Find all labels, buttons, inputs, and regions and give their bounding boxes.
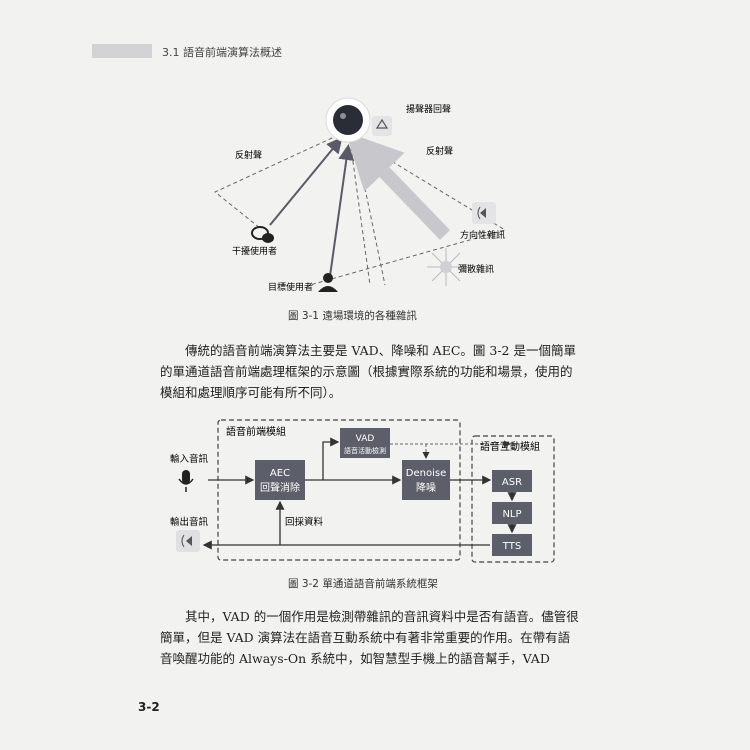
aec-label: AEC (270, 468, 290, 479)
smart-speaker-icon (325, 97, 371, 143)
label-directional-noise: 方向性雜訊 (460, 229, 505, 241)
label-reflection-left: 反射聲 (235, 149, 262, 161)
denoise-label: Denoise (406, 468, 446, 479)
speaker-output-icon (176, 530, 200, 552)
label-interaction-module: 語音互動模組 (480, 440, 540, 453)
paragraph-1: 傳統的語音前端演算法主要是 VAD、降噪和 AEC。圖 3-2 是一個簡單的單通… (160, 343, 576, 400)
vad-label: VAD (356, 434, 375, 444)
tts-label: TTS (502, 541, 521, 552)
vad-block (340, 428, 390, 458)
nlp-label: NLP (502, 509, 521, 520)
asr-block (492, 470, 532, 492)
page-number: 3-2 (138, 700, 160, 714)
figure1-caption: 圖 3-1 遠場環境的各種雜訊 (288, 310, 417, 322)
label-target-user: 目標使用者 (268, 281, 313, 293)
asr-label: ASR (502, 477, 522, 488)
header-bar (92, 44, 152, 58)
chat-bubble-icon (251, 226, 274, 243)
label-speaker-echo: 揚聲器回聲 (406, 103, 451, 115)
paragraph-2: 其中，VAD 的一個作用是檢測帶雜訊的音訊資料中是否有語音。儘管很簡單，但是 V… (160, 609, 579, 666)
interaction-module-box (471, 435, 555, 563)
label-interfering-user: 干擾使用者 (232, 245, 277, 257)
figure-far-field-noise: 揚聲器回聲 反射聲 反射聲 干擾使用者 方向性雜訊 彌散雜訊 目標使用者 (214, 97, 507, 293)
tts-block (492, 534, 532, 556)
interferer-arrow (269, 136, 343, 226)
aec-sublabel: 回聲消除 (260, 481, 300, 494)
directional-noise-icon (472, 202, 496, 224)
nlp-block (492, 502, 532, 524)
label-front-module: 語音前端模組 (226, 425, 286, 438)
directional-noise-arrow (345, 131, 451, 240)
label-output-audio: 輸出音訊 (170, 516, 209, 528)
label-loopback: 回採資料 (285, 516, 324, 528)
denoise-sublabel: 降噪 (416, 481, 436, 494)
figure-single-channel-framework: 語音前端模組 語音互動模組 輸入音訊 輸出音訊 AEC 回聲消除 VAD 語音活… (170, 419, 555, 563)
figure2-caption: 圖 3-2 單通道語音前端系統框架 (288, 578, 438, 590)
running-header: 3.1 語音前端演算法概述 (162, 46, 282, 59)
diffuse-noise-icon (427, 248, 465, 286)
loudspeaker-icon (372, 116, 392, 136)
vad-sublabel: 語音活動檢測 (344, 446, 386, 455)
microphone-icon (178, 470, 194, 492)
label-reflection-right: 反射聲 (426, 145, 453, 157)
denoise-block (402, 460, 450, 500)
aec-block (255, 460, 305, 500)
label-diffuse-noise: 彌散雜訊 (458, 263, 494, 275)
user-icon (318, 273, 338, 292)
target-arrow (329, 144, 355, 277)
label-input-audio: 輸入音訊 (170, 453, 209, 465)
front-module-box (217, 419, 461, 561)
